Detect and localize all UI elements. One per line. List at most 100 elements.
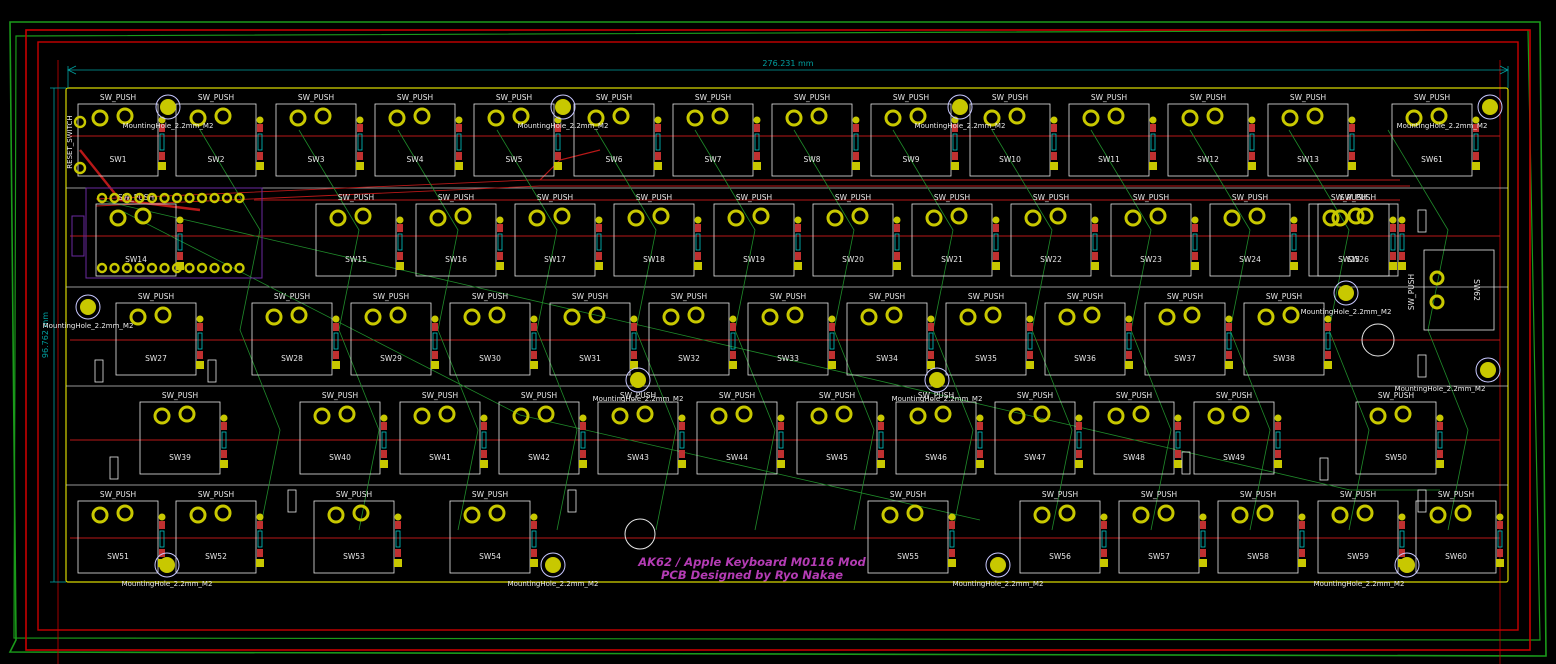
diode-via [380,414,388,422]
switch-ref-label: SW22 [1040,255,1062,264]
switch-outline [597,401,679,475]
diode-square-pad [380,460,388,468]
switch-footprint-label: SW_PUSH [671,292,707,301]
switch-outline [1415,500,1497,574]
diode-pad [197,351,203,359]
diode-via [927,315,935,323]
switch-footprint-label: SW_PUSH [338,193,374,202]
diode-via [1274,414,1282,422]
board-subtitle: PCB Designed by Ryo Nakae [661,568,843,582]
switch-pad [429,209,447,227]
switch-pad [364,308,382,326]
switch-outline [1243,302,1325,376]
switch-footprint-label: SW_PUSH [1216,391,1252,400]
diode-pad [1051,152,1057,160]
diode-square-pad [1348,162,1356,170]
diode-pad [395,549,401,557]
switch-footprint-label: SW_PUSH [918,391,954,400]
switch-ref-label: SW8 [804,155,821,164]
switch-pad [1248,207,1266,225]
diode-pad [177,252,183,260]
switch-footprint-label: SW_PUSH [695,93,731,102]
mcu-pin [196,192,208,204]
switch-pad [959,308,977,326]
diode-pad [456,124,462,132]
diode-body [1192,233,1198,251]
switch-pad [413,107,431,125]
switch-outline [1317,500,1399,574]
diode-pad [1497,521,1503,529]
diode-via [496,216,504,224]
diode-body [949,530,955,548]
diode-pad [1150,124,1156,132]
diode-pad [159,124,165,132]
diode-pad [730,351,736,359]
diode-via [394,513,402,521]
diode-square-pad [455,162,463,170]
diode-body [795,233,801,251]
width-dimension [67,65,1509,88]
diode-square-pad [394,559,402,567]
switch-pad [189,506,207,524]
mounting-hole: MountingHole_2.2mm_M2 [1397,94,1503,130]
mounting-hole-pad [160,99,176,115]
diode-pad [1226,351,1232,359]
diode-pad [497,252,503,260]
switch-pad [1405,109,1423,127]
diode-via [1174,414,1182,422]
diode-body [1101,530,1107,548]
switch-pad [314,107,332,125]
switch-pad [1024,209,1042,227]
switch-outline [1010,203,1092,277]
switch-footprint-label: SW_PUSH [992,93,1028,102]
switch-pad [906,504,924,522]
switch-pad [1331,506,1349,524]
inner-red-outline [37,41,1519,631]
diode-pad [1275,422,1281,430]
diode-via [1125,315,1133,323]
switch-outline [374,103,456,177]
diode-pad [1473,152,1479,160]
stabilizer-slot [94,359,104,383]
diode-pad [993,224,999,232]
diode-pad [778,422,784,430]
diode-via [1389,216,1397,224]
switch-pad [1356,504,1374,522]
diode-pad [1092,224,1098,232]
mounting-hole-label: MountingHole_2.2mm_M2 [1314,580,1405,588]
diode-square-pad [332,361,340,369]
mounting-hole-label: MountingHole_2.2mm_M2 [122,580,213,588]
mcu-pin [121,192,133,204]
switch-pad [154,306,172,324]
reset-trace [79,149,201,212]
mounting-hole-label: MountingHole_2.2mm_M2 [123,122,214,130]
switch-outline [549,302,631,376]
switch-pad [1183,306,1201,324]
switch-pad [1394,405,1412,423]
diode-square-pad [496,262,504,270]
switch-footprint-label: SW_PUSH [794,93,830,102]
diode-body [993,233,999,251]
switch-ref-label: SW14 [125,255,147,264]
diode-pad [1325,323,1331,331]
mounting-hole-label: MountingHole_2.2mm_M2 [1397,122,1488,130]
switch-footprint-label: SW_PUSH [1033,193,1069,202]
diode-pad [397,224,403,232]
switch-outline [1209,203,1291,277]
diode-via [220,414,228,422]
switch-footprint-label: SW_PUSH [890,490,926,499]
diode-pad [928,351,934,359]
switch-pad [761,308,779,326]
diode-pad [853,152,859,160]
diode-pad [631,351,637,359]
mcu-pin [184,192,195,204]
diode-via [1298,513,1306,521]
switch-ref-label: SW16 [445,255,467,264]
